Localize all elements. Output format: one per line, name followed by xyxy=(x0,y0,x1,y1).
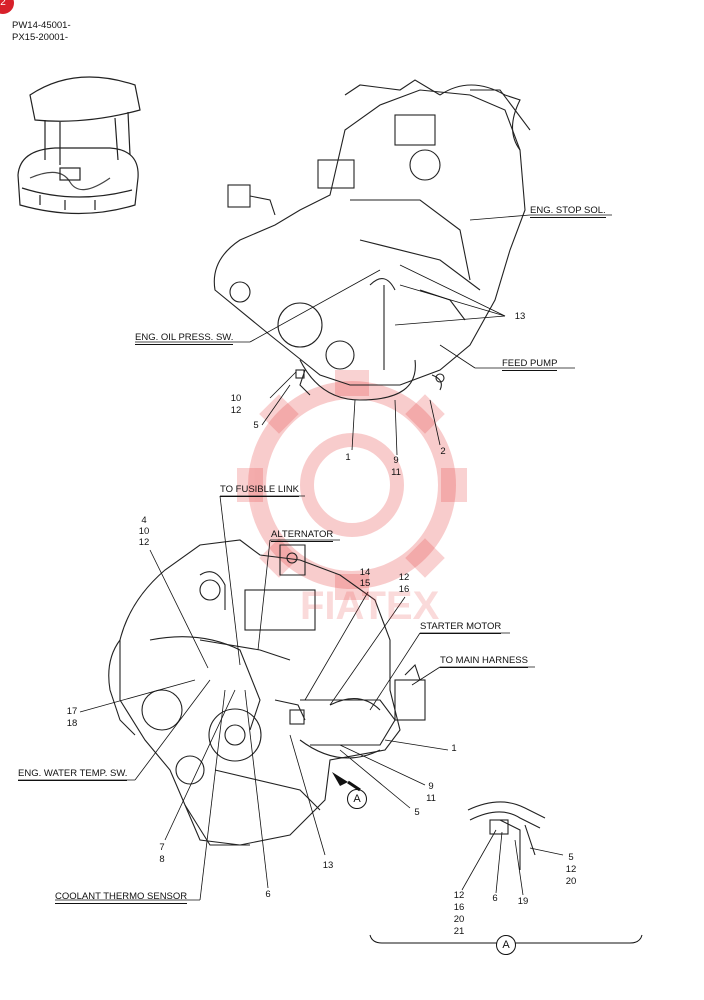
callout-10-top: 10 xyxy=(230,393,242,404)
callout-15: 15 xyxy=(359,578,371,589)
page-badge: 2 xyxy=(0,0,14,14)
callout-5-detail: 5 xyxy=(568,852,574,863)
label-eng-oil-press-sw: ENG. OIL PRESS. SW. xyxy=(135,332,234,345)
watermark-teeth xyxy=(237,370,467,600)
callout-8: 8 xyxy=(159,854,165,865)
callout-6-detail: 6 xyxy=(492,893,498,904)
label-eng-water-temp-sw: ENG. WATER TEMP. SW. xyxy=(18,768,128,781)
detail-a-marker: A xyxy=(496,935,516,955)
callout-9-bottom: 9 xyxy=(428,781,434,792)
view-a-arrow-shaft xyxy=(347,780,361,792)
callout-13-bottom: 13 xyxy=(322,860,334,871)
label-eng-stop-sol: ENG. STOP SOL. xyxy=(530,205,606,218)
callout-12-bottom: 12 xyxy=(138,537,150,548)
label-starter-motor: STARTER MOTOR xyxy=(420,621,502,634)
callout-1-bottom: 1 xyxy=(451,743,457,754)
callout-6-bottom: 6 xyxy=(265,889,271,900)
callout-20-detail-left: 20 xyxy=(453,914,465,925)
callout-7: 7 xyxy=(159,842,165,853)
callout-19-detail: 19 xyxy=(517,896,529,907)
callout-20-detail: 20 xyxy=(565,876,577,887)
callout-10-bottom: 10 xyxy=(138,526,150,537)
callout-16-detail: 16 xyxy=(453,902,465,913)
callout-2-top: 2 xyxy=(440,446,446,457)
watermark-gear xyxy=(248,381,456,589)
callout-11-bottom: 11 xyxy=(426,793,436,804)
callout-1-top: 1 xyxy=(345,452,351,463)
callout-12-detail-left: 12 xyxy=(453,890,465,901)
callout-17: 17 xyxy=(66,706,78,717)
serial-range-2: PX15-20001- xyxy=(12,32,68,43)
callout-12-top: 12 xyxy=(230,405,242,416)
detail-a-drawing xyxy=(467,801,546,870)
callout-12-right: 12 xyxy=(398,572,410,583)
detail-a-leaders xyxy=(461,829,564,896)
top-leaders xyxy=(135,214,612,456)
callout-21-detail: 21 xyxy=(453,926,465,937)
label-to-fusible-link: TO FUSIBLE LINK xyxy=(220,484,300,497)
label-feed-pump: FEED PUMP xyxy=(502,358,558,371)
callout-18: 18 xyxy=(66,718,78,729)
view-a-arrow xyxy=(332,772,348,786)
bottom-engine-drawing xyxy=(108,539,426,846)
callout-13-top: 13 xyxy=(514,311,526,322)
serial-range-1: PW14-45001- xyxy=(12,20,71,31)
callout-12-detail: 12 xyxy=(565,864,577,875)
view-a-marker: A xyxy=(347,789,367,809)
callout-14: 14 xyxy=(359,567,371,578)
label-alternator: ALTERNATOR xyxy=(271,529,334,542)
label-coolant-thermo-sensor: COOLANT THERMO SENSOR xyxy=(55,891,188,904)
top-engine-drawing xyxy=(213,79,531,401)
callout-11-top: 11 xyxy=(391,467,401,478)
watermark-text: FIATEX xyxy=(300,584,440,628)
callout-9-top: 9 xyxy=(393,455,399,466)
machine-thumbnail xyxy=(17,76,141,215)
callout-16-right: 16 xyxy=(398,584,410,595)
callout-5-bottom: 5 xyxy=(414,807,420,818)
callout-4: 4 xyxy=(141,515,147,526)
callout-5-top: 5 xyxy=(253,420,259,431)
label-to-main-harness: TO MAIN HARNESS xyxy=(440,655,528,668)
